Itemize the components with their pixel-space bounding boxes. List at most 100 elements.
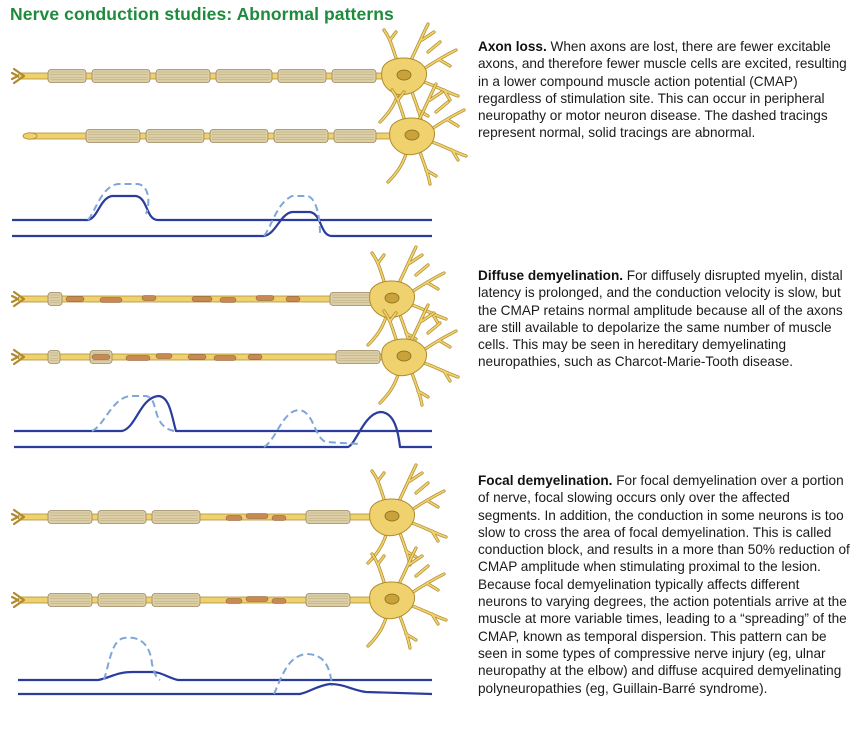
neuron (22, 82, 468, 186)
myelin-segment (145, 129, 205, 143)
neuron (10, 546, 448, 650)
damaged-myelin (141, 295, 157, 301)
dendrite (427, 322, 441, 334)
neuron (10, 22, 460, 126)
myelin-segment (85, 129, 141, 143)
abnormal-tracing (12, 194, 432, 222)
dendrite (435, 101, 449, 113)
normal-tracing (263, 409, 361, 448)
myelin-segment (151, 593, 201, 607)
neuron (10, 463, 448, 567)
diffuse-demyelination-heading: Diffuse demyelination. (478, 268, 624, 283)
focal-demyelination-description: Focal demyelination. For focal demyelina… (478, 472, 850, 697)
dendrite (379, 374, 399, 404)
dendrite (411, 522, 447, 542)
abnormal-tracing (18, 682, 433, 696)
dendrite (383, 310, 397, 340)
abnormal-tracing (18, 670, 432, 682)
myelin-segment (331, 69, 377, 83)
abnormal-tracing (12, 210, 432, 238)
damaged-myelin (91, 354, 111, 360)
myelin-segment (209, 129, 269, 143)
axon-terminal (22, 132, 38, 140)
myelin-segment (47, 593, 93, 607)
normal-tracing (263, 195, 321, 237)
damaged-myelin (125, 355, 151, 361)
nucleus (396, 350, 412, 362)
damaged-myelin (65, 296, 85, 302)
dendrite (419, 151, 437, 185)
nucleus (404, 129, 420, 141)
damaged-myelin (219, 297, 237, 303)
dendrite (371, 252, 385, 282)
dendrite (431, 141, 467, 161)
myelin-segment (305, 510, 351, 524)
axon-terminal (10, 591, 26, 609)
dendrite (415, 565, 429, 577)
myelin-segment (91, 69, 151, 83)
axon-loss-description: Axon loss. When axons are lost, there ar… (478, 38, 850, 142)
dendrite (367, 617, 387, 647)
dendrite (411, 304, 447, 324)
damaged-myelin (255, 295, 275, 301)
cmap-tracings (12, 183, 433, 696)
myelin-segment (47, 510, 93, 524)
axon-loss-heading: Axon loss. (478, 39, 547, 54)
axon-terminal (10, 348, 26, 366)
dendrite (397, 547, 423, 587)
abnormal-tracing (14, 410, 432, 449)
dendrite (397, 464, 423, 504)
myelin-segment (305, 593, 351, 607)
dendrite (367, 316, 387, 346)
myelin-segment (47, 69, 87, 83)
myelin-segment (335, 350, 381, 364)
myelin-segment (333, 129, 377, 143)
myelin-segment (97, 510, 147, 524)
dendrite (391, 89, 405, 119)
normal-tracing (273, 653, 333, 695)
normal-tracing (91, 395, 175, 432)
damaged-myelin (213, 355, 237, 361)
dendrite (409, 23, 435, 63)
myelin-segment (47, 292, 63, 306)
myelin-segment (273, 129, 329, 143)
damaged-myelin (191, 296, 213, 302)
nucleus (384, 510, 400, 522)
neuron (10, 303, 460, 407)
normal-tracing (87, 183, 150, 221)
nucleus (396, 69, 412, 81)
nucleus (384, 292, 400, 304)
dendrite (371, 553, 385, 583)
dendrite (383, 29, 397, 59)
dendrite (399, 615, 417, 649)
dendrite (423, 362, 459, 382)
dendrite (397, 246, 423, 286)
dendrite (411, 605, 447, 625)
axon-loss-text: When axons are lost, there are fewer exc… (478, 39, 847, 141)
damaged-myelin (225, 515, 243, 521)
damaged-myelin (245, 513, 269, 519)
damaged-myelin (187, 354, 207, 360)
axon-terminal (10, 290, 26, 308)
damaged-myelin (271, 515, 287, 521)
diffuse-demyelination-text: For diffusely disrupted myelin, distal l… (478, 268, 843, 370)
myelin-segment (155, 69, 211, 83)
myelin-segment (215, 69, 273, 83)
dendrite (387, 153, 407, 183)
myelin-segment (277, 69, 327, 83)
normal-tracing (103, 636, 161, 681)
dendrite (367, 534, 387, 564)
abnormal-tracing (14, 394, 432, 433)
nucleus (384, 593, 400, 605)
myelin-segment (151, 510, 201, 524)
dendrite (411, 372, 429, 406)
dendrite (415, 482, 429, 494)
dendrite (409, 304, 435, 344)
diffuse-demyelination-description: Diffuse demyelination. For diffusely dis… (478, 267, 850, 371)
damaged-myelin (99, 297, 123, 303)
neuron-illustrations (10, 22, 468, 650)
damaged-myelin (225, 598, 243, 604)
focal-demyelination-heading: Focal demyelination. (478, 473, 613, 488)
dendrite (427, 41, 441, 53)
